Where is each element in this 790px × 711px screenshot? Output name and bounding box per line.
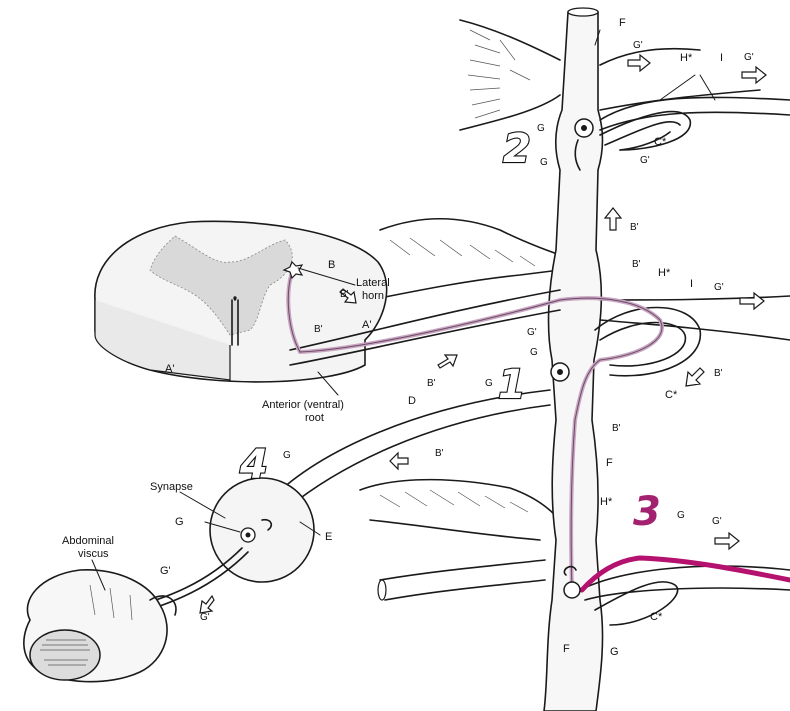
letter-C-low: C*: [650, 611, 663, 623]
label-number-4: 4: [239, 442, 268, 488]
letter-H-top: H*: [680, 52, 693, 64]
label-root: root: [305, 412, 324, 424]
letter-A-right: A': [362, 319, 371, 331]
letter-Gp-viscus: G': [160, 565, 171, 577]
letter-Bp-right: B': [714, 368, 723, 379]
letter-Gp-low: G': [712, 516, 722, 527]
letter-G-4: G: [283, 450, 291, 461]
letter-Bp-root: B': [427, 378, 436, 389]
letter-I-top: I: [720, 52, 723, 64]
letter-Gp-viscus-arrow: G': [200, 612, 210, 623]
label-lateral: Lateral: [356, 277, 390, 289]
letter-Bp-cord2: B': [314, 324, 323, 335]
letter-Bp-cord1: B': [340, 289, 349, 300]
label-number-3: 3: [633, 489, 661, 535]
letter-G-3: G: [677, 510, 685, 521]
letter-H-mid: H*: [658, 267, 671, 279]
letter-G-2: G: [537, 123, 545, 134]
label-horn: horn: [362, 290, 384, 302]
letter-G-synapse: G: [175, 516, 184, 528]
spinal-cord-section: [95, 221, 387, 382]
label-number-2: 2: [503, 126, 531, 172]
letter-F-mid: F: [606, 457, 613, 469]
letter-F-bottom: F: [563, 643, 570, 655]
letter-G-2b: G: [540, 157, 548, 168]
letter-Gp-top3: G': [640, 155, 650, 166]
letter-E: E: [325, 531, 332, 543]
letter-I-mid: I: [690, 278, 693, 290]
label-abdominal: Abdominal: [62, 535, 114, 547]
letter-G-bottom: G: [610, 646, 619, 658]
letter-G-1a: G: [530, 347, 538, 358]
letter-F-top: F: [619, 17, 626, 29]
letter-A-left: A': [165, 363, 174, 375]
letter-Gp-mid2: G': [527, 327, 537, 338]
letter-C-mid: C*: [665, 389, 678, 401]
letter-G-1b: G: [485, 378, 493, 389]
letter-C-top: C*: [654, 136, 667, 148]
letter-D: D: [408, 395, 416, 407]
letter-B: B: [328, 259, 335, 271]
letter-Gp-mid1: G': [714, 282, 724, 293]
label-anterior-ventral: Anterior (ventral): [262, 399, 344, 411]
label-number-1: 1: [498, 362, 526, 408]
letter-Gp-top1: G': [633, 40, 643, 51]
letter-Bp-splanch: B': [435, 448, 444, 459]
letter-H-low: H*: [600, 496, 613, 508]
letter-Bp-mid: B': [632, 259, 641, 270]
letter-Bp-chain: B': [612, 423, 621, 434]
label-viscus: viscus: [78, 548, 109, 560]
label-synapse: Synapse: [150, 481, 193, 493]
letter-Gp-top2: G': [744, 52, 754, 63]
letter-Bp-up: B': [630, 222, 639, 233]
